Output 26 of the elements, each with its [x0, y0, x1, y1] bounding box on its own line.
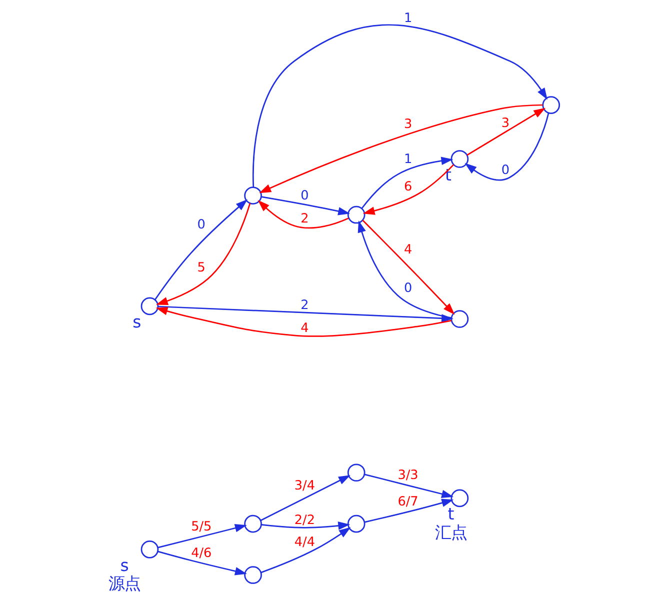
edge-label: 4/6 [191, 546, 212, 561]
node-label: t [448, 504, 454, 524]
edge-label: 4 [404, 242, 412, 258]
node-label: s [120, 556, 129, 575]
edge-label: 0 [404, 280, 412, 296]
edge-label: 1 [404, 152, 412, 167]
edge-label: 3 [404, 117, 412, 132]
node-label: 源点 [108, 574, 141, 594]
edge-label: 2/2 [294, 512, 316, 528]
node-label: 汇点 [434, 522, 467, 542]
edge-label: 5 [197, 260, 206, 276]
edge-label: 6/7 [398, 494, 418, 510]
edge-label: 3/3 [398, 468, 418, 484]
edge-label: 0 [300, 188, 309, 204]
edge-label: 6 [404, 179, 412, 194]
edge-label: 1 [404, 11, 412, 26]
node-label: s [132, 312, 142, 332]
edge-label: 2 [300, 298, 309, 314]
edge-label: 4/4 [294, 534, 316, 550]
edge-label: 2 [300, 211, 309, 226]
edge-label: 3/4 [294, 478, 316, 494]
edge-label: 0 [197, 218, 206, 233]
edge-label: 4 [300, 320, 309, 336]
edge-label: 5/5 [191, 519, 212, 534]
edge-label: 3 [501, 116, 510, 132]
edge-label: 0 [501, 162, 510, 178]
